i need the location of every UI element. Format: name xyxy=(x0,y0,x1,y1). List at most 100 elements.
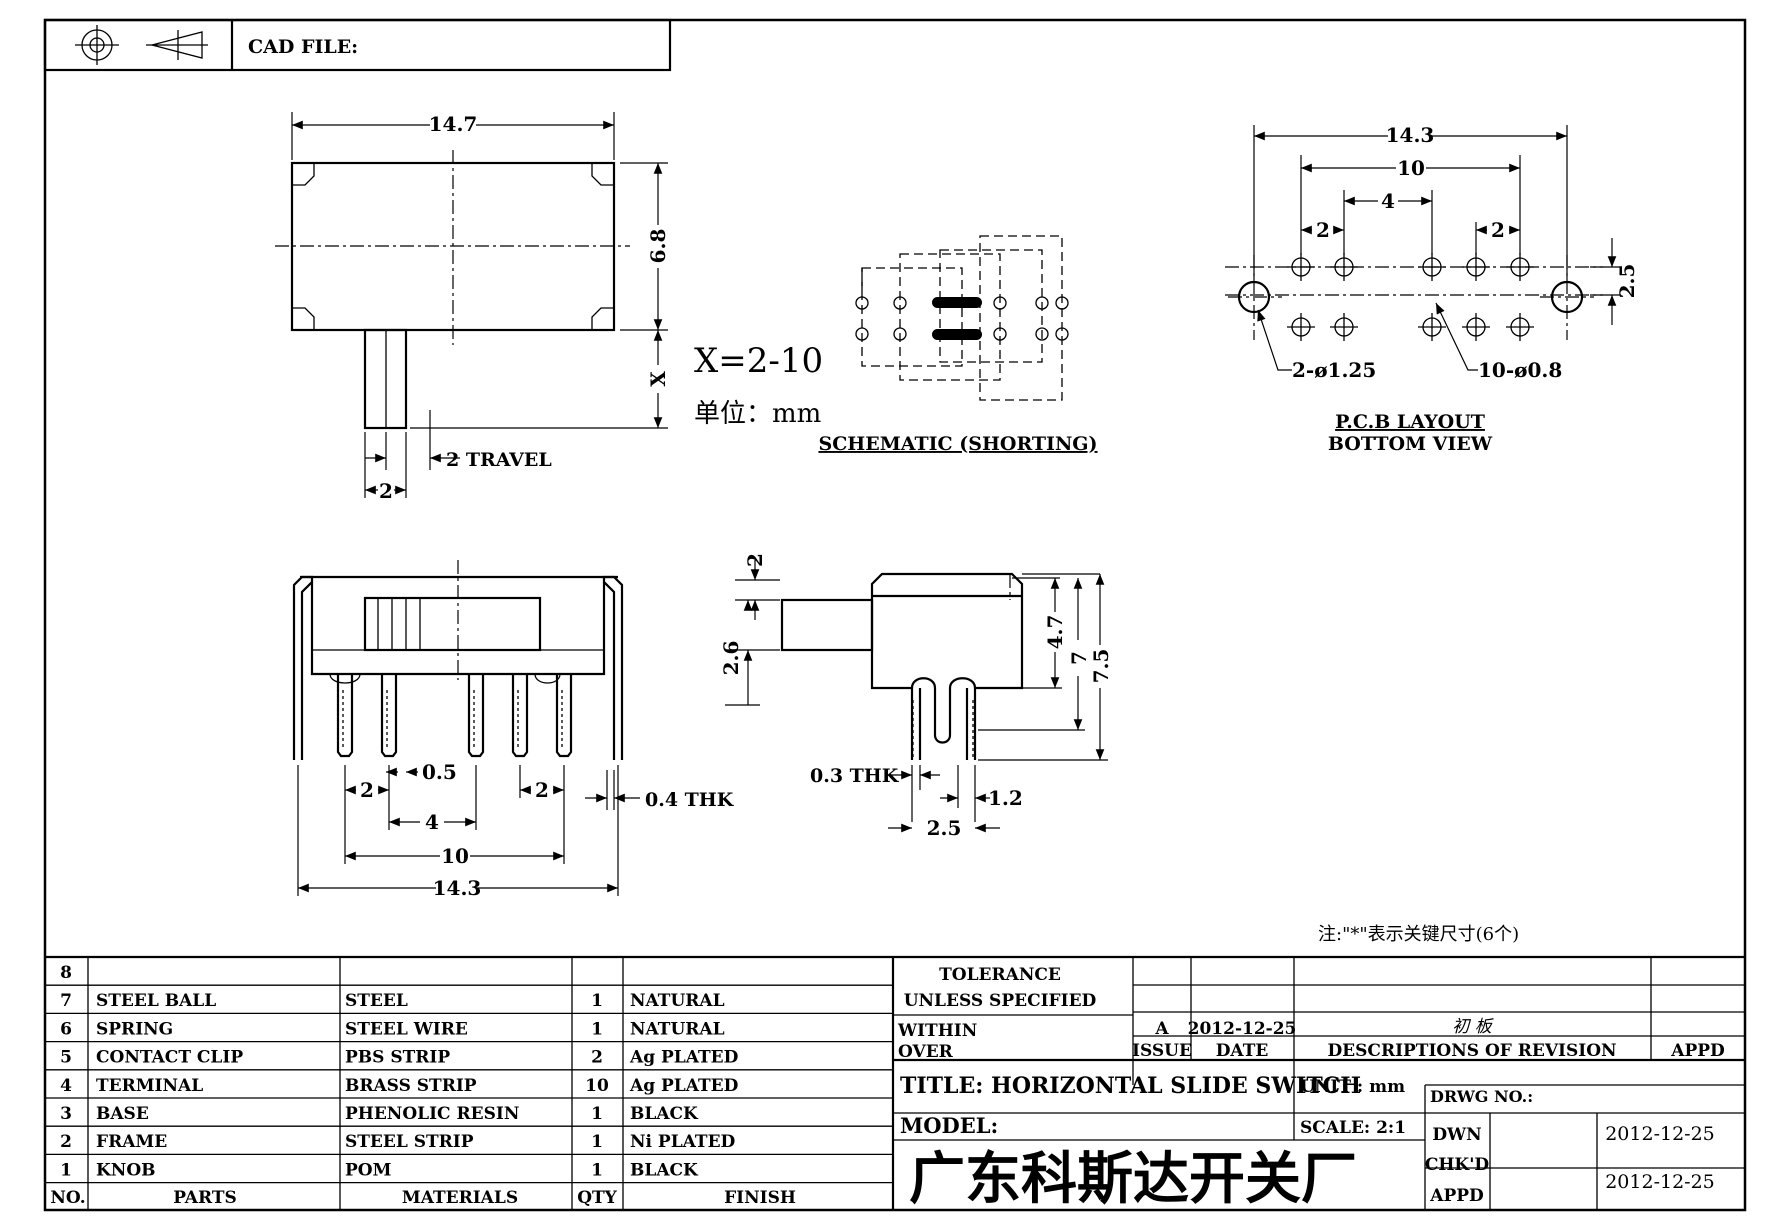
appd-label-2: APPD xyxy=(1429,1186,1484,1206)
bom-material: BRASS STRIP xyxy=(345,1076,477,1096)
bom-qty: 2 xyxy=(591,1048,603,1068)
bom-part: SPRING xyxy=(96,1019,173,1039)
top-view: 14.7 6.8 X 2 TRAVEL 2 xyxy=(275,112,670,503)
front-dim-2-right: 2 xyxy=(535,778,549,802)
bom-row: 3 BASE PHENOLIC RESIN 1 BLACK xyxy=(60,1104,699,1124)
front-dim-4: 4 xyxy=(425,810,439,834)
schematic: SCHEMATIC (SHORTING) xyxy=(818,235,1098,455)
bom-part: BASE xyxy=(96,1104,149,1124)
dwn-label: DWN xyxy=(1432,1125,1481,1145)
front-thk-label: 0.4 THK xyxy=(645,789,735,811)
issue-date: 2012-12-25 xyxy=(1188,1019,1297,1039)
bom-finish: Ag PLATED xyxy=(629,1048,739,1068)
bom-material: PHENOLIC RESIN xyxy=(345,1104,519,1124)
drawing-title: TITLE: HORIZONTAL SLIDE SWITCH xyxy=(900,1073,1361,1099)
chkd-label: CHK'D xyxy=(1425,1155,1490,1175)
tolerance-line2: UNLESS SPECIFIED xyxy=(904,991,1097,1011)
bom-finish: NATURAL xyxy=(630,991,725,1011)
bom-finish: Ag PLATED xyxy=(629,1076,739,1096)
pcb-pin-span-dim: 10 xyxy=(1397,156,1425,180)
front-view: 0.5 2 2 4 10 14.3 0.4 THK xyxy=(292,560,735,900)
bom-qty: 1 xyxy=(591,1104,603,1124)
model-label: MODEL: xyxy=(900,1113,998,1138)
bom-no: 4 xyxy=(60,1076,72,1096)
side-thk-label: 0.3 THK xyxy=(810,765,900,787)
schematic-contact xyxy=(893,296,907,310)
big-hole-label: 2-ø1.25 xyxy=(1292,358,1376,382)
chkd-date: 2012-12-25 xyxy=(1605,1171,1715,1193)
bom-part: TERMINAL xyxy=(96,1076,203,1096)
side-dim-25: 2.5 xyxy=(927,816,962,840)
shorting-bar-top xyxy=(932,297,982,308)
issue-label: ISSUE xyxy=(1132,1041,1192,1061)
bom-no: 5 xyxy=(60,1048,72,1068)
pcb-row-dim: 2.5 xyxy=(1615,264,1639,299)
schematic-contact xyxy=(893,327,907,341)
tolerance-within: WITHIN xyxy=(897,1021,977,1041)
bom-no: 8 xyxy=(60,963,72,983)
front-dim-2-left: 2 xyxy=(360,778,374,802)
bom-qty: 10 xyxy=(585,1076,609,1096)
third-angle-projection-icon xyxy=(75,25,208,65)
bom-no: 2 xyxy=(60,1132,72,1152)
schematic-contact xyxy=(1055,327,1069,341)
sheet-border xyxy=(43,18,1747,1212)
bom-no: 1 xyxy=(60,1160,72,1180)
bom-material: STEEL WIRE xyxy=(345,1019,468,1039)
pcb-title-1: P.C.B LAYOUT xyxy=(1335,411,1485,433)
bom-no: 7 xyxy=(60,991,72,1011)
schematic-contact xyxy=(1035,327,1049,341)
issue-value: A xyxy=(1154,1019,1169,1039)
small-hole-label: 10-ø0.8 xyxy=(1478,358,1562,382)
schematic-contact xyxy=(1035,296,1049,310)
front-dim-10: 10 xyxy=(441,844,469,868)
header-box: CAD FILE: xyxy=(43,18,672,72)
top-height-dim: 6.8 xyxy=(646,229,670,264)
pcb-overall-dim: 14.3 xyxy=(1386,123,1435,147)
bom-finish: BLACK xyxy=(630,1104,699,1124)
dwn-date: 2012-12-25 xyxy=(1605,1123,1715,1145)
terminal-pin xyxy=(380,674,398,758)
bom-qty: 1 xyxy=(591,991,603,1011)
bom-row: 8 xyxy=(60,963,72,983)
schematic-title: SCHEMATIC (SHORTING) xyxy=(818,433,1097,455)
shorting-bar-bottom xyxy=(932,329,982,340)
side-dim-12: 1.2 xyxy=(988,786,1023,810)
date-label: DATE xyxy=(1216,1041,1269,1061)
company-name: 广东科斯达开关厂 xyxy=(909,1147,1357,1212)
knob-dim: 2 xyxy=(379,479,393,503)
pcb-pitch-left: 2 xyxy=(1316,218,1330,242)
pcb-layout: 14.3 10 4 2 2 2.5 2-ø1.25 10-ø0.8 P.C.B … xyxy=(1225,123,1639,455)
title-block: TOLERANCE UNLESS SPECIFIED WITHIN OVER A… xyxy=(891,957,1745,1212)
front-dim-143: 14.3 xyxy=(433,876,482,900)
schematic-contact xyxy=(993,296,1007,310)
terminal-pin xyxy=(467,674,485,758)
pcb-title-2: BOTTOM VIEW xyxy=(1328,433,1493,455)
bom-material: PBS STRIP xyxy=(345,1048,450,1068)
appd-label: APPD xyxy=(1670,1041,1725,1061)
terminal-pin xyxy=(511,674,529,758)
pcb-pitch-right: 2 xyxy=(1491,218,1505,242)
bom-part: FRAME xyxy=(96,1132,167,1152)
bom-no: 6 xyxy=(60,1019,72,1039)
side-view: 2 2.6 4.7 7 7.5 0.3 THK 1.2 2.5 xyxy=(719,553,1113,840)
bom-qty: 1 xyxy=(591,1019,603,1039)
tolerance-line1: TOLERANCE xyxy=(939,965,1061,985)
pcb-gap-dim: 4 xyxy=(1381,189,1395,213)
terminal-pin xyxy=(336,674,354,758)
x-formula: X=2-10 xyxy=(694,341,823,381)
bom-no: 3 xyxy=(60,1104,72,1124)
schematic-contact xyxy=(855,327,869,341)
descriptions-label: DESCRIPTIONS OF REVISION xyxy=(1327,1041,1616,1061)
footnote: 注:"*"表示关键尺寸(6个) xyxy=(1318,924,1519,945)
bom-finish: BLACK xyxy=(630,1160,699,1180)
side-dim-2: 2 xyxy=(743,553,767,567)
schematic-contact xyxy=(1055,296,1069,310)
top-width-dim: 14.7 xyxy=(429,112,478,136)
bom-row: 4 TERMINAL BRASS STRIP 10 Ag PLATED xyxy=(60,1076,739,1096)
